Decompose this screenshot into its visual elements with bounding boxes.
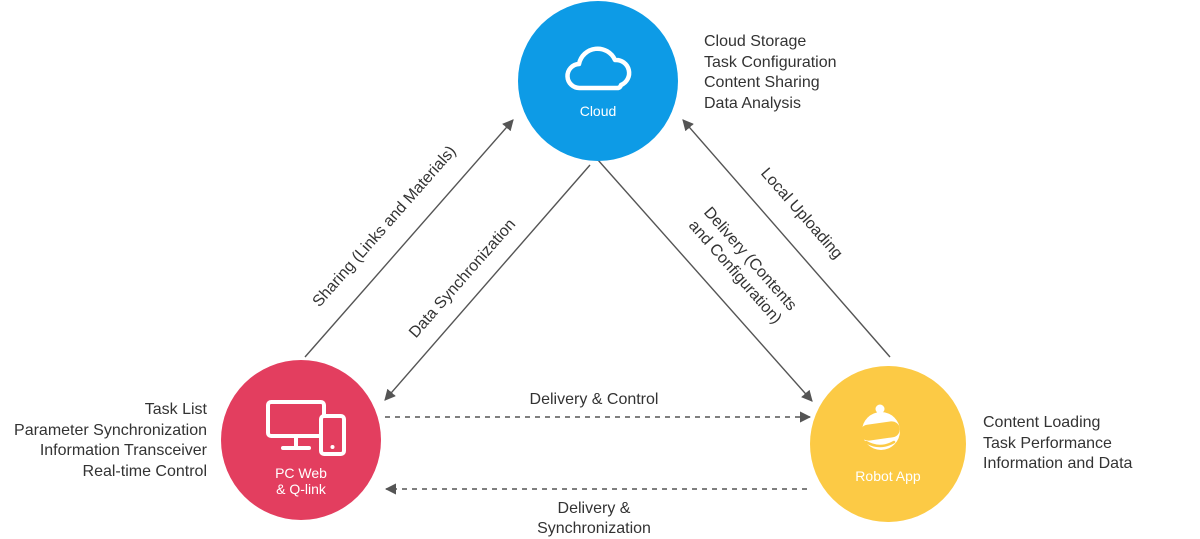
monitor-phone-icon (266, 400, 346, 456)
robot-feature-list: Content Loading Task Performance Informa… (983, 413, 1132, 475)
cloud-icon (565, 46, 632, 91)
pc-feature-item: Real-time Control (82, 462, 207, 480)
arrow-local-upload (682, 119, 891, 358)
pc-feature-list: Task List Parameter Synchronization Info… (14, 400, 207, 482)
cloud-feature-item: Content Sharing (704, 74, 820, 91)
arrow-data-sync (384, 164, 591, 401)
cloud-feature-list: Cloud Storage Task Configuration Content… (704, 32, 837, 114)
edge-label-delivery-sync: Delivery & Synchronization (494, 499, 694, 539)
robot-icon (860, 404, 900, 450)
pc-feature-item: Information Transceiver (39, 442, 207, 459)
robot-node[interactable] (810, 366, 966, 522)
robot-label: Robot App (855, 468, 921, 484)
cloud-feature-item: Data Analysis (704, 94, 801, 112)
pc-node[interactable] (221, 360, 381, 520)
cloud-feature-item: Cloud Storage (704, 33, 807, 50)
pc-label: PC Web & Q-link (261, 465, 341, 497)
pc-label-line2: & Q-link (276, 481, 326, 497)
pc-feature-item: Task List (144, 401, 207, 418)
arrow-sharing (304, 119, 514, 358)
robot-feature-item: Content Loading (983, 414, 1101, 431)
edge-label-delivery-control: Delivery & Control (529, 391, 659, 408)
edge-label-delivery-sync-line2: Synchronization (537, 520, 651, 537)
edge-label-delivery-sync-line1: Delivery & (557, 500, 631, 517)
pc-label-line1: PC Web (275, 465, 327, 481)
robot-feature-item: Information and Data (983, 455, 1133, 472)
cloud-label: Cloud (579, 103, 617, 119)
robot-feature-item: Task Performance (983, 434, 1112, 452)
cloud-feature-item: Task Configuration (704, 53, 837, 71)
cloud-node[interactable] (518, 1, 678, 161)
pc-feature-item: Parameter Synchronization (14, 421, 207, 439)
arrow-delivery-contents (597, 159, 813, 402)
